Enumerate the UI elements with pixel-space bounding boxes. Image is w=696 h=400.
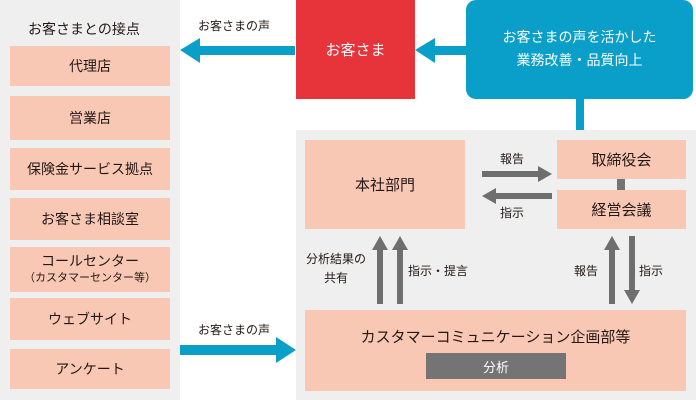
board-box: 取締役会 xyxy=(557,140,686,179)
hq-box: 本社部門 xyxy=(305,140,465,229)
improvement-line1: お客さまの声を活かした xyxy=(502,30,657,47)
channel-label: ウェブサイト xyxy=(48,312,132,328)
voice-top-label: お客さまの声 xyxy=(198,19,271,33)
channel-label: アンケート xyxy=(55,362,125,378)
share-line2: 共有 xyxy=(324,270,349,285)
channel-call-center: コールセンター （カスタマーセンター等） xyxy=(10,247,170,292)
channel-sublabel: （カスタマーセンター等） xyxy=(24,271,156,285)
report-label: 報告 xyxy=(500,152,525,166)
share-line1: 分析結果の xyxy=(306,252,367,266)
contact-points-title: お客さまとの接点 xyxy=(28,22,140,38)
board-label: 取締役会 xyxy=(591,151,652,169)
improvement-connector xyxy=(576,99,584,130)
improvement-box: お客さまの声を活かした 業務改善・品質向上 xyxy=(466,0,693,99)
analysis-label: 分析 xyxy=(482,360,509,376)
improvement-line2: 業務改善・品質向上 xyxy=(516,52,643,69)
hq-label: 本社部門 xyxy=(354,176,415,194)
channel-label: コールセンター xyxy=(41,253,139,270)
channel-claims-service: 保険金サービス拠点 xyxy=(10,148,170,190)
channel-label: お客さま相談室 xyxy=(41,212,139,228)
analysis-box: 分析 xyxy=(426,353,566,379)
channel-customer-consultation: お客さま相談室 xyxy=(10,198,170,240)
share-label: 分析結果の 共有 xyxy=(306,250,366,287)
instruct-label: 指示 xyxy=(500,206,525,220)
channel-agency: 代理店 xyxy=(10,46,170,86)
management-meeting-label: 経営会議 xyxy=(591,201,652,219)
channel-sales-office: 営業店 xyxy=(10,96,170,140)
voice-to-channels-arrow xyxy=(180,38,295,63)
improvement-to-customer-arrow xyxy=(415,38,466,63)
channel-website: ウェブサイト xyxy=(10,298,170,340)
channel-label: 営業店 xyxy=(69,111,111,127)
channel-label: 保険金サービス拠点 xyxy=(27,162,153,178)
channel-survey: アンケート xyxy=(10,349,170,389)
customer-box: お客さま xyxy=(296,0,415,99)
voice-bottom-label: お客さまの声 xyxy=(198,323,271,337)
channels-to-planning-arrow xyxy=(180,337,296,363)
instruct-propose-label: 指示・提言 xyxy=(408,264,469,278)
instruct-right-label: 指示 xyxy=(639,264,664,278)
report-right-label: 報告 xyxy=(574,264,599,278)
channel-label: 代理店 xyxy=(69,59,111,75)
planning-dept-label: カスタマーコミュニケーション企画部等 xyxy=(360,328,631,346)
customer-label: お客さま xyxy=(325,41,386,59)
management-meeting-box: 経営会議 xyxy=(557,190,686,229)
